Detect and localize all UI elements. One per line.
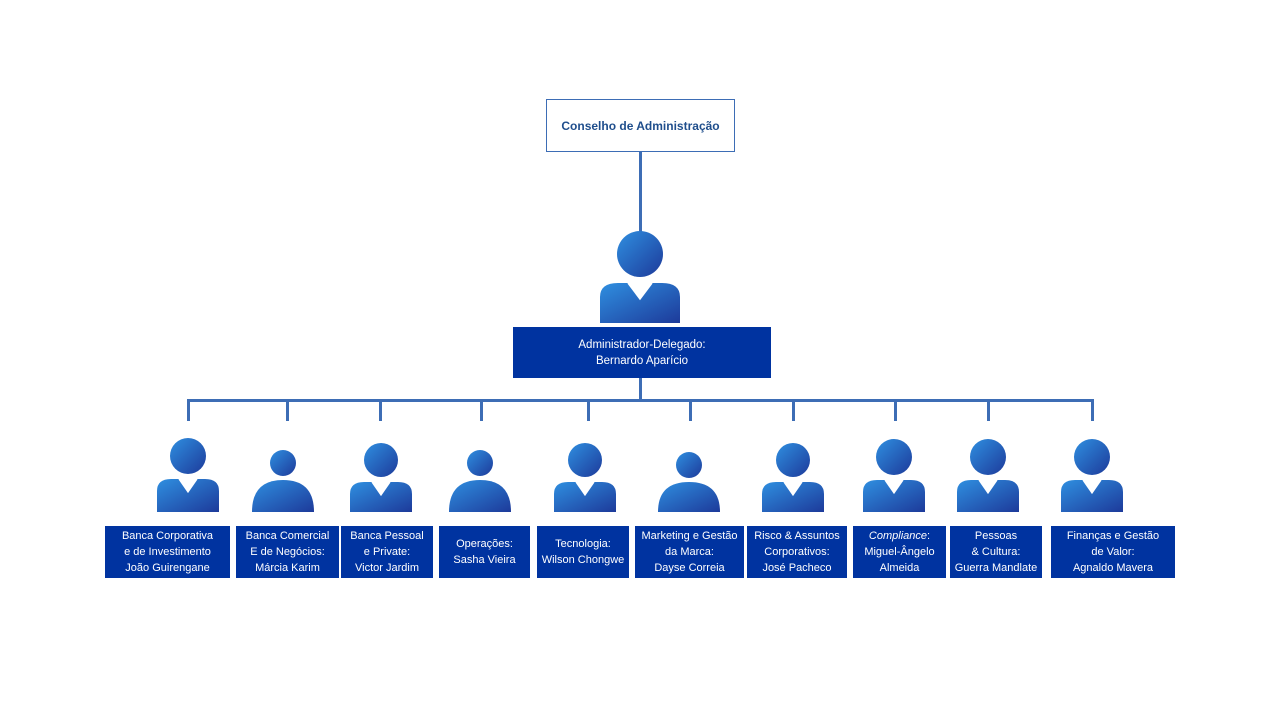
- person-icon: [863, 439, 925, 512]
- department-line: João Guirengane: [125, 562, 210, 574]
- department-box: Tecnologia: Wilson Chongwe: [537, 526, 629, 578]
- department-line: Marketing e Gestão: [641, 530, 738, 542]
- department-line: Victor Jardim: [355, 562, 419, 574]
- connector-drop: [894, 399, 897, 421]
- department-line: Agnaldo Mavera: [1072, 562, 1154, 574]
- person-icon: [762, 443, 824, 512]
- person-head: [467, 450, 493, 476]
- connector-ceo-bus: [639, 378, 642, 400]
- department-box: Banca Pessoal e Private: Victor Jardim: [341, 526, 433, 578]
- department-line: José Pacheco: [762, 562, 832, 574]
- ceo-person-icon: [600, 231, 680, 323]
- person-body: [863, 480, 925, 512]
- person-collar: [575, 481, 595, 497]
- person-body: [1061, 480, 1123, 512]
- person-head: [170, 438, 206, 474]
- person-head: [970, 439, 1006, 475]
- department-line: Banca Pessoal: [350, 530, 424, 542]
- person-body: [350, 482, 412, 512]
- ceo-name: Bernardo Aparício: [595, 354, 689, 367]
- department-line: Corporativos:: [764, 546, 830, 558]
- person-icon: [658, 452, 720, 512]
- connector-drop: [379, 399, 382, 421]
- person-head: [568, 443, 602, 477]
- department-line: Operações:: [456, 538, 513, 550]
- person-collar: [371, 481, 391, 497]
- connector-bus: [187, 399, 1094, 402]
- person-icon: [957, 439, 1019, 512]
- person-collar: [978, 479, 998, 495]
- department-line: Finanças e Gestão: [1066, 530, 1160, 542]
- department-line: Miguel-Ângelo: [864, 546, 935, 558]
- person-head: [876, 439, 912, 475]
- department-line: de Valor:: [1091, 546, 1135, 558]
- department-line-italic: Compliance: [868, 530, 928, 542]
- connector-board-ceo: [639, 150, 642, 232]
- person-icon: [1061, 439, 1123, 512]
- department-line: da Marca:: [665, 546, 714, 558]
- department-box: Operações: Sasha Vieira: [439, 526, 530, 578]
- department-line: Sasha Vieira: [453, 554, 516, 566]
- department-line: Guerra Mandlate: [954, 562, 1038, 574]
- person-head: [776, 443, 810, 477]
- person-collar: [783, 481, 803, 497]
- person-icon: [350, 443, 412, 512]
- department-box: Banca Comercial E de Negócios: Márcia Kari…: [236, 526, 339, 578]
- ceo-box: Administrador-Delegado: Bernardo Aparíci…: [513, 327, 771, 378]
- board-box: Conselho de Administração: [546, 99, 735, 152]
- ceo-title: Administrador-Delegado:: [578, 338, 706, 351]
- department-line: Risco & Assuntos: [754, 530, 840, 542]
- connector-drop: [1091, 399, 1094, 421]
- department-line: E de Negócios:: [250, 546, 325, 558]
- person-body: [658, 482, 720, 512]
- department-line: Tecnologia:: [555, 538, 611, 550]
- person-collar: [178, 478, 198, 494]
- person-body: [252, 480, 314, 512]
- person-body: [449, 480, 511, 512]
- person-icon: [554, 443, 616, 512]
- department-line: Compliance:: [868, 530, 931, 542]
- person-icon: [449, 450, 511, 512]
- person-collar: [884, 479, 904, 495]
- department-line: Banca Corporativa: [121, 530, 214, 542]
- connector-drop: [480, 399, 483, 421]
- department-box: Marketing e Gestão da Marca: Dayse Correia: [635, 526, 744, 578]
- person-head: [1074, 439, 1110, 475]
- person-head: [364, 443, 398, 477]
- board-label: Conselho de Administração: [561, 118, 720, 133]
- connector-drop: [187, 399, 190, 421]
- person-icon: [252, 450, 314, 512]
- person-body: [157, 479, 219, 512]
- connector-drop: [689, 399, 692, 421]
- connector-drop: [587, 399, 590, 421]
- department-line: Dayse Correia: [654, 562, 725, 574]
- department-line: Márcia Karim: [255, 562, 320, 574]
- person-collar: [1082, 479, 1102, 495]
- department-box: Finanças e Gestão de Valor: Agnaldo Mavera: [1051, 526, 1175, 578]
- department-box: Pessoas & Cultura: Guerra Mandlate: [950, 526, 1042, 578]
- connector-drop: [987, 399, 990, 421]
- department-line: e Private:: [363, 546, 411, 558]
- department-line: Pessoas: [974, 530, 1018, 542]
- person-head: [270, 450, 296, 476]
- person-body: [762, 482, 824, 512]
- connector-drop: [286, 399, 289, 421]
- person-head: [676, 452, 702, 478]
- department-line: Almeida: [879, 562, 920, 574]
- department-line: e de Investimento: [124, 546, 211, 558]
- department-line: & Cultura:: [971, 546, 1021, 558]
- department-line: Banca Comercial: [245, 530, 330, 542]
- department-line: Wilson Chongwe: [541, 554, 625, 566]
- person-body: [554, 482, 616, 512]
- connector-drop: [792, 399, 795, 421]
- person-body: [957, 480, 1019, 512]
- person-icon: [157, 438, 219, 512]
